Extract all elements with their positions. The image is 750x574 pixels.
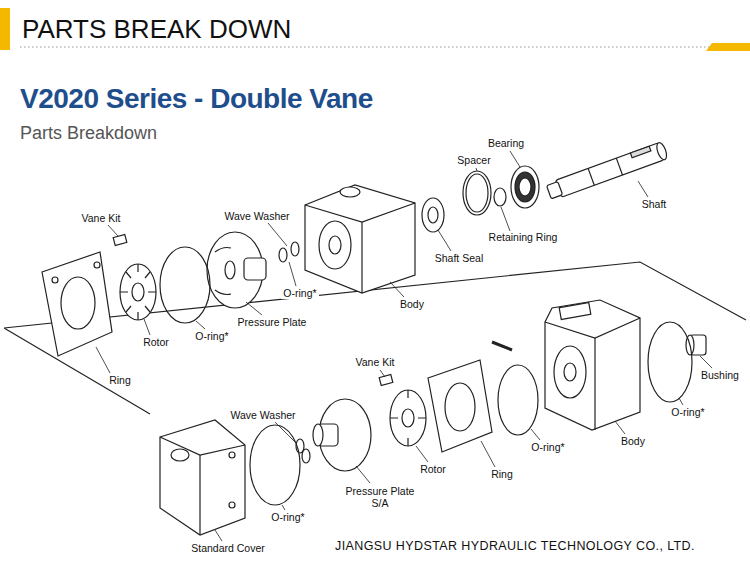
company-name: JIANGSU HYDSTAR HYDRAULIC TECHNOLOGY CO.… <box>335 539 695 553</box>
part-label: Body <box>398 298 426 310</box>
body-part <box>305 185 415 293</box>
part-label: Rotor <box>141 336 171 348</box>
vane-kit-part <box>379 375 393 386</box>
diagram-title: V2020 Series - Double Vane <box>20 83 373 115</box>
spacer-part <box>463 171 491 215</box>
part-label: Pressure Plate <box>236 316 309 328</box>
part-label: Wave Washer <box>228 409 297 421</box>
rotor-part <box>390 390 426 446</box>
part-label: Pressure Plate S/A <box>338 485 422 509</box>
pressure-plate-part <box>313 399 371 471</box>
o-ring-part <box>250 425 300 505</box>
part-label: Retaining Ring <box>487 231 560 243</box>
dotted-rule <box>20 46 720 47</box>
o-ring-part <box>160 247 210 323</box>
part-label: Vane Kit <box>354 356 397 368</box>
bushing-part <box>686 335 706 355</box>
part-label: Wave Washer <box>222 210 291 222</box>
lower-parts <box>160 300 706 535</box>
part-label: Shaft Seal <box>433 252 485 264</box>
part-label: Body <box>619 435 647 447</box>
o-ring-part <box>648 322 692 402</box>
part-label: O-ring* <box>281 287 318 299</box>
header-marker <box>706 43 750 51</box>
part-label: Standard Cover <box>189 542 267 554</box>
standard-cover-part <box>160 420 245 535</box>
part-label: Ring <box>107 374 133 386</box>
leader-lines <box>96 151 712 541</box>
part-label: O-ring* <box>269 511 306 523</box>
vane-kit-part <box>113 235 127 246</box>
pin-part <box>492 342 512 350</box>
subtitle: Parts Breakdown <box>20 123 157 144</box>
part-label: Spacer <box>455 154 492 166</box>
o-ring-small-part <box>279 242 299 262</box>
part-label: O-ring* <box>529 441 566 453</box>
body-part <box>545 300 640 430</box>
retaining-ring-part <box>494 188 506 206</box>
ring-part <box>428 360 492 452</box>
part-label: O-ring* <box>669 406 706 418</box>
o-ring-part <box>498 365 538 435</box>
part-label: O-ring* <box>193 330 230 342</box>
part-label: Shaft <box>640 198 669 210</box>
bearing-part <box>511 166 539 208</box>
part-label: Bearing <box>486 137 526 149</box>
part-label: Ring <box>489 468 515 480</box>
shaft-part <box>546 141 669 200</box>
section-header: PARTS BREAK DOWN <box>22 15 291 45</box>
part-label: Bushing <box>699 369 741 381</box>
part-label: Vane Kit <box>80 212 123 224</box>
part-label: Rotor <box>418 463 448 475</box>
header-bar <box>0 8 10 50</box>
ring-part <box>42 252 112 356</box>
rotor-part <box>120 264 156 320</box>
pressure-plate-part <box>207 232 266 308</box>
shaft-seal-part <box>422 198 444 232</box>
